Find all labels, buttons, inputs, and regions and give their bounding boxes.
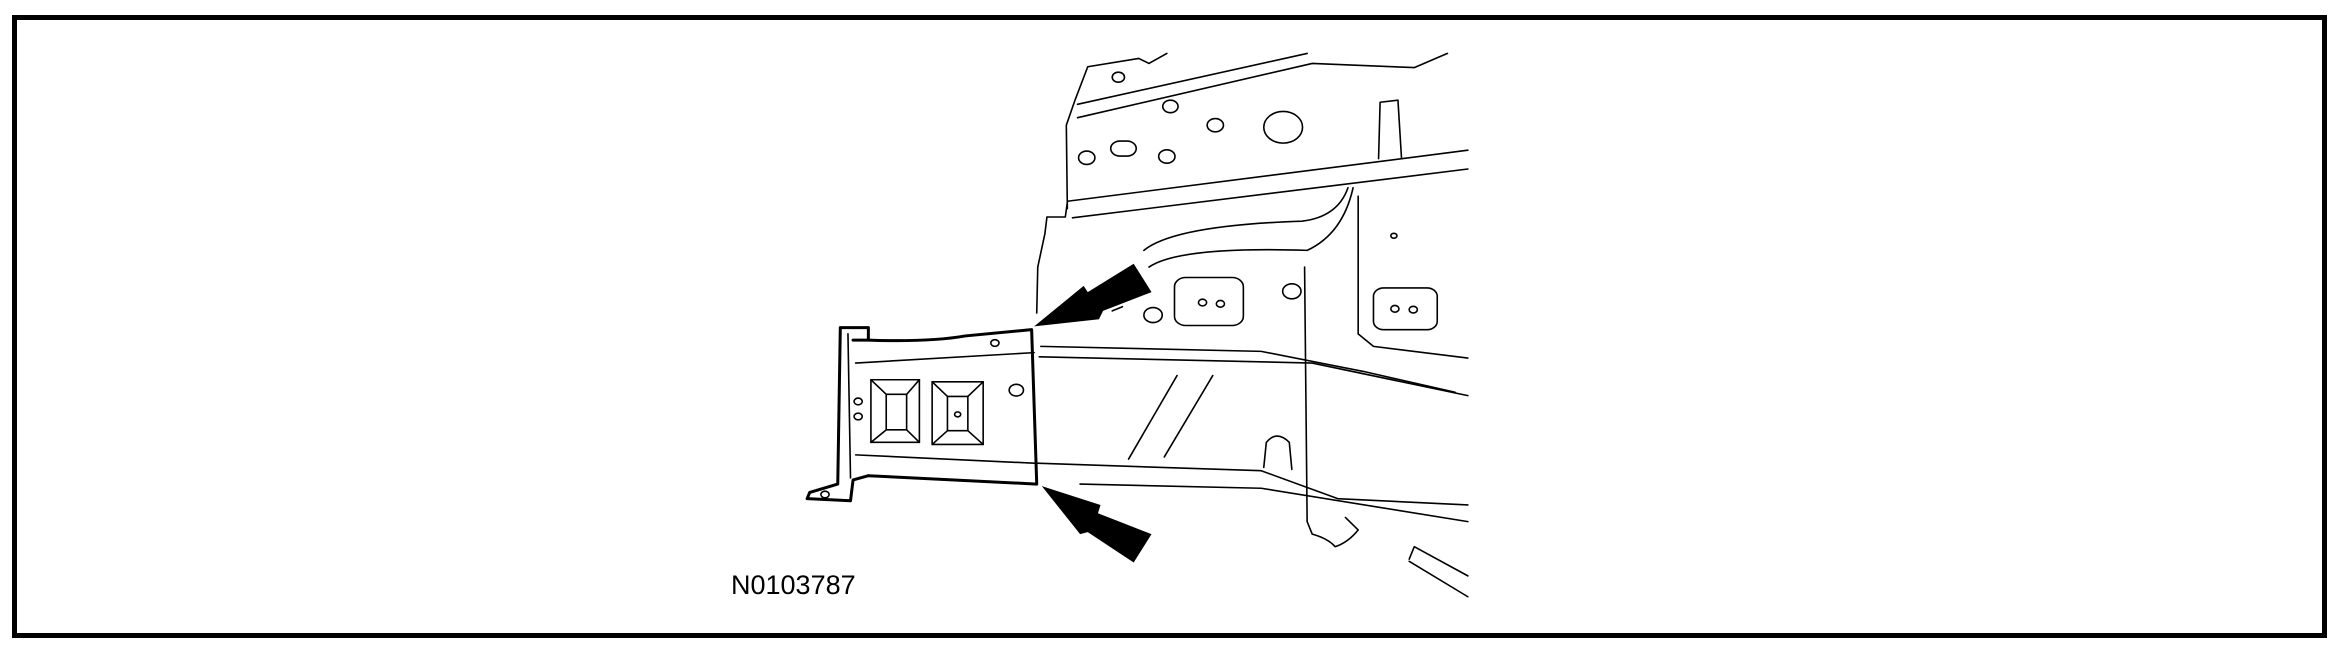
figure-id-label: N0103787 bbox=[731, 570, 856, 600]
figure-border bbox=[12, 15, 2327, 638]
bracket-part bbox=[807, 328, 1037, 501]
technical-illustration bbox=[700, 0, 1500, 651]
frame-rail bbox=[1037, 53, 1468, 596]
arrow-upper bbox=[1034, 263, 1152, 327]
arrow-lower bbox=[1041, 486, 1152, 563]
